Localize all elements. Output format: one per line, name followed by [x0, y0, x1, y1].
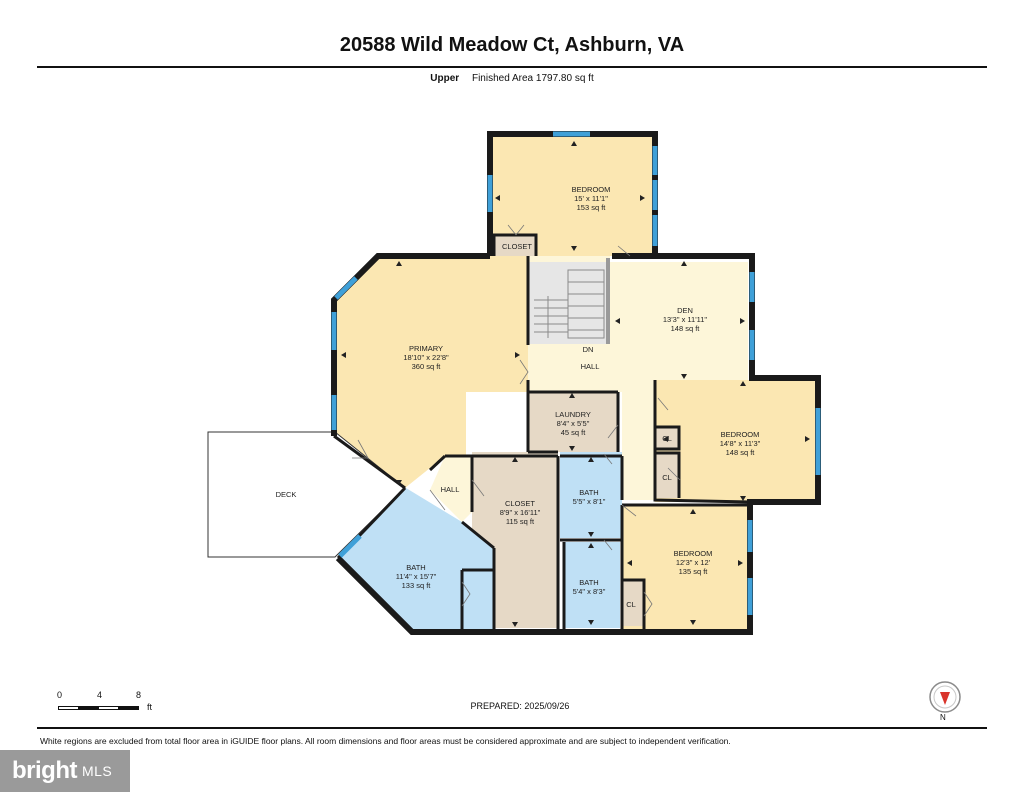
area-den: 148 sq ft	[671, 324, 701, 333]
dims-laundry: 8'4" x 5'5"	[557, 419, 590, 428]
area-laundry: 45 sq ft	[561, 428, 587, 437]
dims-closet-mid: 8'9" x 16'11"	[500, 508, 541, 517]
room-hall-small	[430, 456, 472, 522]
label-hall-small: HALL	[441, 485, 460, 494]
room-bath-mid	[560, 452, 622, 538]
footer-rule	[37, 727, 987, 729]
dims-bedroom-bottom: 12'3" x 12'	[676, 558, 711, 567]
scale-tick-8: 8	[136, 690, 142, 700]
label-bath-mid: BATH	[579, 488, 598, 497]
header-rule	[37, 66, 987, 68]
dims-bedroom-top: 15' x 11'1"	[574, 194, 608, 203]
scale-bar: 0 4 8 ft	[52, 690, 162, 720]
scale-tick-4: 4	[97, 690, 103, 700]
windows	[331, 131, 821, 615]
label-bath-primary: BATH	[406, 563, 425, 572]
label-cl-2: CL	[662, 473, 672, 482]
area-closet-mid: 115 sq ft	[506, 517, 535, 526]
label-stairs-down: DN	[583, 345, 594, 354]
room-laundry	[528, 392, 618, 452]
area-bedroom-bottom: 135 sq ft	[679, 567, 709, 576]
room-closet-top	[494, 235, 536, 256]
prepared-date: PREPARED: 2025/09/26	[470, 701, 570, 711]
compass-north-label: N	[940, 713, 946, 722]
label-cl-1: CL	[662, 434, 672, 443]
compass-icon	[929, 681, 961, 713]
label-closet-mid: CLOSET	[505, 499, 535, 508]
scale-tick-0: 0	[57, 690, 63, 700]
label-bedroom-top: BEDROOM	[572, 185, 611, 194]
label-laundry: LAUNDRY	[555, 410, 591, 419]
dimension-arrows	[341, 141, 810, 627]
stair-rail	[606, 258, 610, 344]
label-primary: PRIMARY	[409, 344, 443, 353]
dims-bath-small: 5'4" x 8'3"	[573, 587, 606, 596]
brand-part2: MLS	[81, 763, 113, 779]
interior-walls	[333, 233, 751, 632]
label-bath-small: BATH	[579, 578, 598, 587]
dims-den: 13'3" x 11'11"	[663, 315, 708, 324]
dims-bath-mid: 5'5" x 8'1"	[573, 497, 606, 506]
plan-title: 20588 Wild Meadow Ct, Ashburn, VA	[339, 34, 685, 56]
brand-logo: bright MLS	[0, 750, 130, 792]
label-bedroom-bottom: BEDROOM	[674, 549, 713, 558]
area-bedroom-right: 148 sq ft	[726, 448, 756, 457]
door-swings	[352, 224, 681, 617]
scale-seg-4	[118, 706, 139, 710]
room-bedroom-bottom	[622, 505, 748, 630]
disclaimer-text: White regions are excluded from total fl…	[40, 736, 731, 746]
dims-primary: 18'10" x 22'8"	[403, 353, 449, 362]
room-primary	[335, 256, 528, 488]
room-bath-small	[564, 542, 620, 628]
plan-subtitle: Upper Finished Area 1797.80 sq ft	[0, 73, 1024, 84]
room-bedroom-top	[490, 137, 652, 256]
room-bedroom-right	[655, 380, 815, 502]
label-deck: DECK	[276, 490, 297, 499]
label-den: DEN	[677, 306, 693, 315]
dims-bath-primary: 11'4" x 15'7"	[396, 572, 437, 581]
label-cl-3: CL	[626, 600, 636, 609]
dims-bedroom-right: 14'8" x 11'3"	[720, 439, 761, 448]
label-closet-top: CLOSET	[502, 242, 532, 251]
scale-unit: ft	[147, 702, 153, 712]
compass: N	[928, 680, 962, 722]
area-primary: 360 sq ft	[412, 362, 442, 371]
finished-area: Finished Area 1797.80 sq ft	[471, 73, 594, 84]
area-bedroom-top: 153 sq ft	[577, 203, 607, 212]
stair-treads	[534, 269, 605, 339]
label-bedroom-right: BEDROOM	[721, 430, 760, 439]
label-hall-main: HALL	[581, 362, 600, 371]
room-cl-3	[622, 580, 644, 626]
level-label: Upper	[430, 73, 460, 84]
brand-part1: bright	[12, 757, 77, 784]
area-bath-primary: 133 sq ft	[402, 581, 432, 590]
